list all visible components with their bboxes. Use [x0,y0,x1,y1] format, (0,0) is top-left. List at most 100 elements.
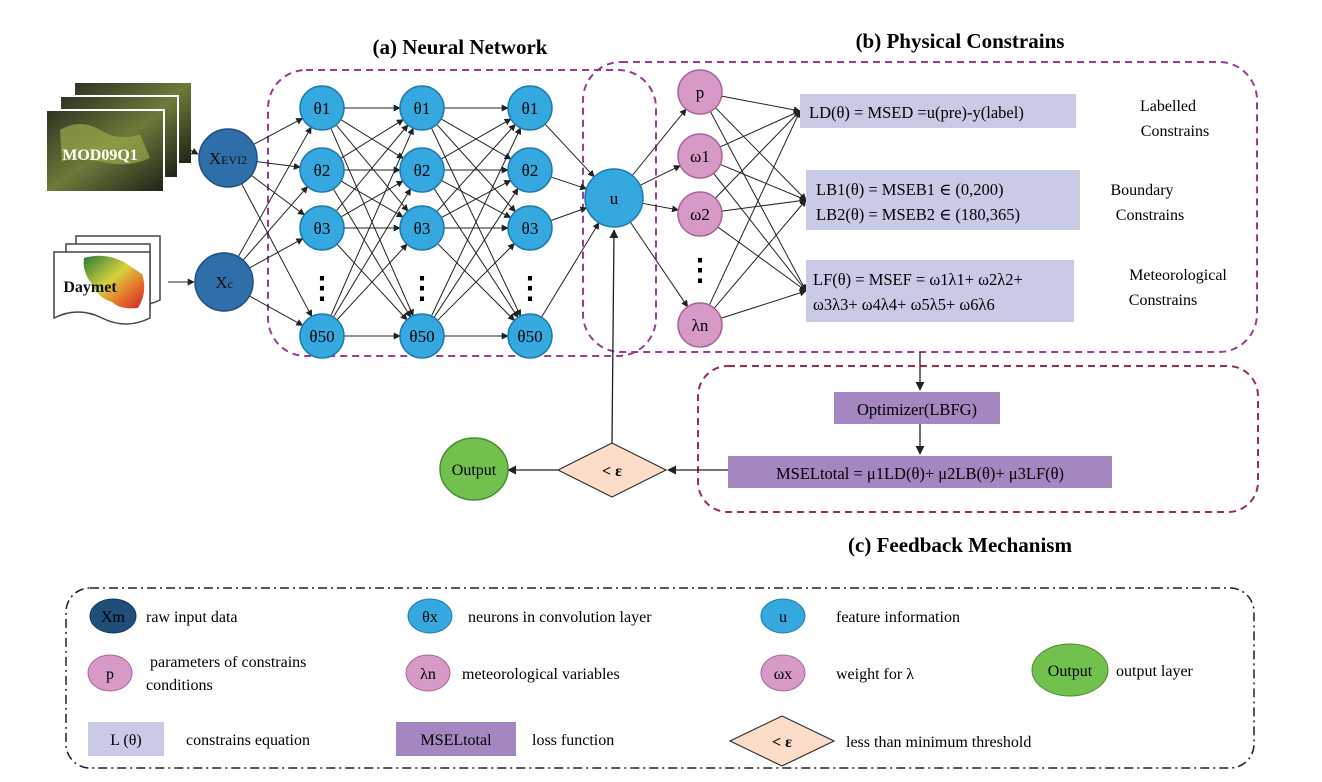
neuron-node-label: θ50 [517,327,542,346]
connection-line [721,197,807,212]
legend-eps-symbol: < ε [772,734,792,751]
connection-line [330,127,414,317]
connection-line [189,148,199,155]
neuron-node: θ50 [399,313,445,359]
loss-function-label: MSELtotal = μ1LD(θ)+ μ2LB(θ)+ μ3LF(θ) [776,464,1064,483]
neuron-node: θ2 [299,147,345,193]
neuron-node-label: θ1 [414,99,431,118]
legend-weight: ωx weight for λ [760,654,914,692]
legend-p-desc-2: conditions [146,677,213,694]
connection-line [237,126,312,257]
constraint-node: ⋮ [685,254,715,287]
connection-line [250,174,305,216]
labelled-label-2: Constrains [1141,123,1209,140]
modis-label: MOD09Q1 [62,147,138,164]
output-label: Output [452,462,497,479]
neuron-node-label: θ1 [522,99,539,118]
labelled-constraint-box: LD(θ) = MSED =u(pre)-y(label) [800,94,1076,128]
x-evi2-main: X [209,149,221,168]
legend-p-desc-1: parameters of constrains [150,654,306,671]
connection-line [721,95,801,114]
neuron-node-label: θ3 [522,219,539,238]
legend-output-desc: output layer [1116,663,1194,680]
legend-theta-symbol: θx [422,609,438,626]
threshold-label: < ε [602,463,622,480]
x-evi2-sub: EVI2 [221,153,247,167]
neuron-node-label: θ3 [314,219,331,238]
input-node-c: Xc [194,252,254,312]
legend-theta-desc: neurons in convolution layer [468,609,652,626]
connection-line [336,243,408,321]
constraint-node: ω2 [677,191,723,237]
legend-loss-function: MSELtotal loss function [396,722,614,756]
svg-text:Xc: Xc [215,273,233,292]
eq-lf1: LF(θ) = MSEF = ω1λ1+ ω2λ2+ [813,270,1023,289]
legend-xm-desc: raw input data [146,609,238,626]
connection-line [242,186,308,261]
neuron-node-label: θ2 [522,161,539,180]
connection-line [713,199,807,309]
connection-line [440,118,512,160]
optimizer-label: Optimizer(LBFG) [857,400,977,419]
connection-line [715,107,807,201]
neuron-node-label: θ1 [314,99,331,118]
x-c-sub: c [227,277,232,291]
constraint-node-label: ω2 [690,205,710,224]
title-feedback-mechanism: (c) Feedback Mechanism [848,533,1072,557]
connection-line [550,176,588,191]
boundary-label-2: Constrains [1116,207,1184,224]
legend-threshold: < ε less than minimum threshold [728,715,1031,767]
neuron-node: θ1 [507,85,553,131]
legend-u-symbol: u [779,609,787,626]
connection-line [714,110,801,199]
meteorological-label-2: Constrains [1129,292,1197,309]
legend-msel-desc: loss function [532,732,614,749]
connection-line [332,188,412,318]
ellipsis-dots: ⋮ [515,272,545,305]
connection-line [550,206,588,222]
svg-text:XEVI2: XEVI2 [209,149,247,168]
legend-parameters: p parameters of constrains conditions [87,654,306,694]
legend-p-symbol: p [106,666,114,683]
modis-image-stack: MOD09Q1 [45,81,193,193]
legend-feature: u feature information [760,598,960,634]
daymet-label: Daymet [63,279,117,296]
connection-line [541,222,600,318]
legend-ltheta-symbol: L (θ) [110,732,142,749]
neural-network-region [267,69,657,357]
neuron-node: θ2 [399,147,445,193]
eq-lb2: LB2(θ) = MSEB2 ∈ (180,365) [816,205,1020,224]
neuron-node: ⋮ [407,272,437,305]
title-neural-network: (a) Neural Network [373,35,548,59]
eq-lb1: LB1(θ) = MSEB1 ∈ (0,200) [816,180,1004,199]
connection-line [437,243,515,321]
connection-line [720,289,807,319]
connection-line [253,117,304,145]
legend-output: Output output layer [1031,643,1194,697]
legend-lambda-desc: meteorological variables [462,666,620,683]
boundary-constraint-box: LB1(θ) = MSEB1 ∈ (0,200) LB2(θ) = MSEB2 … [806,170,1080,230]
neuron-node: θ3 [299,205,345,251]
constraint-node-label: ω1 [690,147,710,166]
connection-line [249,238,304,269]
legend-raw-input: Xm raw input data [89,598,238,634]
threshold-diamond: < ε [556,442,668,498]
constraint-node: ω1 [677,133,723,179]
connection-line [241,183,313,318]
neuron-node: ⋮ [515,272,545,305]
connection-line [335,124,409,212]
legend-xm-symbol: Xm [101,609,126,626]
connection-line [717,226,807,292]
connection-line [708,110,801,306]
meteorological-constraint-box: LF(θ) = MSEF = ω1λ1+ ω2λ2+ ω3λ3+ ω4λ4+ ω… [806,260,1074,322]
neuron-node: θ1 [399,85,445,131]
eq-lf2: ω3λ3+ ω4λ4+ ω5λ5+ ω6λ6 [813,295,995,314]
hidden-layer-3: θ1 θ2 θ3 ⋮ θ50 [507,85,553,359]
neuron-node: θ3 [399,205,445,251]
labelled-label-1: Labelled [1140,98,1196,115]
x-c-main: X [215,273,227,292]
connection-line [256,161,301,170]
neuron-node-label: θ2 [414,161,431,180]
legend-omega-symbol: ωx [774,666,793,683]
